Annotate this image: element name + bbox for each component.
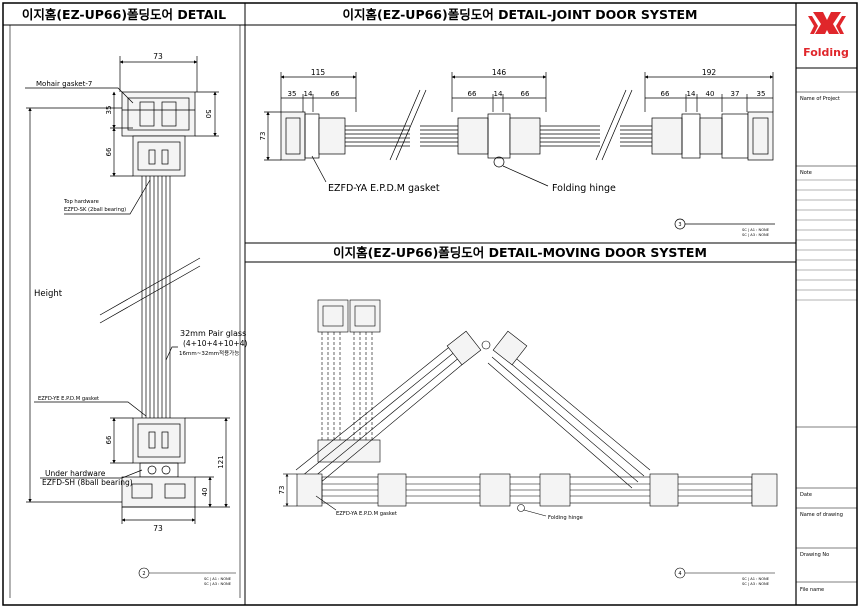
date-label: Date bbox=[800, 492, 812, 498]
joint-sub-dim: 66 bbox=[331, 90, 340, 98]
glass-range: 16mm~32mm적용가능 bbox=[179, 349, 239, 357]
joint-hinge-label: Folding hinge bbox=[552, 183, 616, 194]
joint-dim-73: 73 bbox=[259, 132, 267, 141]
brand-name: Folding bbox=[803, 46, 849, 59]
gasket-label: EZFD-YE E.P.D.M gasket bbox=[38, 396, 99, 402]
file-name-label: File name bbox=[800, 587, 824, 593]
moving-dim-73: 73 bbox=[278, 486, 286, 495]
under-hardware-model: EZFD-SH (8ball bearing) bbox=[42, 478, 133, 487]
note-label: Note bbox=[800, 170, 812, 176]
joint-dim-115: 115 bbox=[311, 68, 326, 77]
joint-sub-dim: 40 bbox=[706, 90, 715, 98]
under-hardware-label: Under hardware bbox=[45, 469, 106, 478]
joint-sub-dim: 66 bbox=[521, 90, 530, 98]
mohair-label: Mohair gasket-7 bbox=[36, 80, 92, 88]
joint-scale-a3: SC | A3 : NONE bbox=[742, 233, 770, 237]
joint-sub-dim: 14 bbox=[304, 90, 313, 98]
dim-50: 50 bbox=[204, 110, 212, 119]
joint-scale-a1: SC | A1 : NONE bbox=[742, 228, 770, 232]
top-hardware-label: Top hardware bbox=[63, 199, 99, 205]
joint-plan bbox=[264, 72, 775, 230]
moving-gasket-label: EZFD-YA E.P.D.M gasket bbox=[336, 511, 397, 517]
dim-bottom-width: 73 bbox=[153, 524, 163, 533]
moving-ref-no: 4 bbox=[678, 571, 681, 577]
title-block bbox=[796, 67, 857, 583]
dim-66-top: 66 bbox=[105, 147, 113, 156]
joint-sub-dim: 35 bbox=[288, 90, 297, 98]
moving-scale-a1: SC | A1 : NONE bbox=[742, 577, 770, 581]
name-of-project-label: Name of Project bbox=[800, 96, 840, 102]
joint-ref-no: 3 bbox=[678, 222, 681, 228]
drawing-no-label: Drawing No bbox=[800, 552, 829, 558]
dim-40: 40 bbox=[201, 488, 209, 497]
moving-scale-a3: SC | A3 : NONE bbox=[742, 582, 770, 586]
joint-dim-146: 146 bbox=[492, 68, 507, 77]
glass-label: 32mm Pair glass bbox=[180, 329, 246, 338]
joint-sub-dim: 14 bbox=[494, 90, 503, 98]
height-label: Height bbox=[34, 289, 63, 299]
top-hardware-model: EZFD-SK (2ball bearing) bbox=[64, 207, 126, 213]
folding-logo-icon bbox=[808, 12, 846, 34]
joint-sub-dim: 37 bbox=[731, 90, 740, 98]
joint-title: 이지홈(EZ-UP66)폴딩도어 DETAIL-JOINT DOOR SYSTE… bbox=[343, 7, 698, 22]
joint-sub-dim: 35 bbox=[757, 90, 766, 98]
dim-121: 121 bbox=[217, 455, 225, 468]
joint-sub-dim: 66 bbox=[661, 90, 670, 98]
dim-66-bottom: 66 bbox=[105, 435, 113, 444]
moving-title: 이지홈(EZ-UP66)폴딩도어 DETAIL-MOVING DOOR SYST… bbox=[333, 245, 707, 260]
detail-scale-a3: SC | A3 : NONE bbox=[204, 582, 232, 586]
dim-35: 35 bbox=[105, 106, 113, 115]
moving-plan bbox=[283, 299, 778, 579]
glass-spec: (4+10+4+10+4) bbox=[183, 339, 247, 348]
joint-sub-dim: 66 bbox=[468, 90, 477, 98]
detail-ref-no: 2 bbox=[142, 571, 145, 577]
detail-scale-a1: SC | A1 : NONE bbox=[204, 577, 232, 581]
name-of-drawing-label: Name of drawing bbox=[800, 512, 843, 518]
joint-dim-192: 192 bbox=[702, 68, 717, 77]
moving-hinge-label: Folding hinge bbox=[548, 515, 583, 521]
joint-sub-dim: 14 bbox=[687, 90, 696, 98]
joint-gasket-label: EZFD-YA E.P.D.M gasket bbox=[328, 183, 440, 194]
dim-top-width: 73 bbox=[153, 52, 163, 61]
vertical-section bbox=[25, 56, 230, 524]
detail-title: 이지홈(EZ-UP66)폴딩도어 DETAIL bbox=[22, 7, 226, 22]
